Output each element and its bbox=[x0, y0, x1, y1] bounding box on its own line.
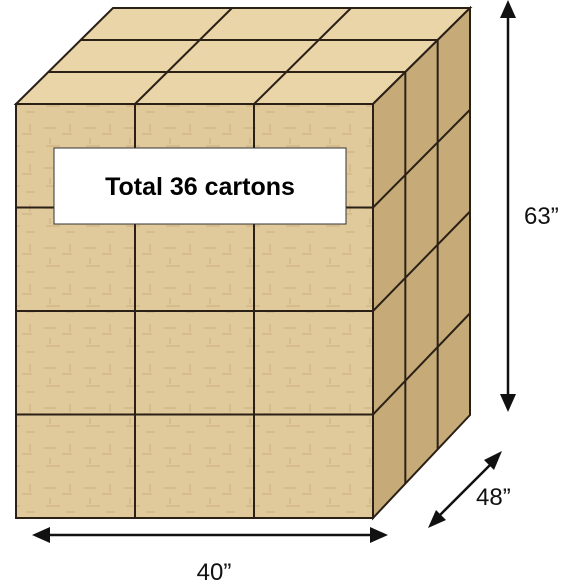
height-dimension: 63” bbox=[500, 0, 559, 412]
height-label: 63” bbox=[524, 203, 559, 230]
depth-label: 48” bbox=[476, 484, 511, 511]
total-cartons-callout: Total 36 cartons bbox=[53, 147, 347, 225]
width-label: 40” bbox=[197, 559, 232, 586]
carton-top-column-line bbox=[253, 7, 352, 105]
width-arrow-head-left bbox=[32, 527, 50, 543]
depth-arrow-head-bottom bbox=[428, 510, 446, 528]
total-cartons-label: Total 36 cartons bbox=[105, 173, 295, 201]
carton-side-layer-line bbox=[372, 312, 471, 416]
height-arrow-head-top bbox=[500, 0, 516, 18]
width-arrow-head-right bbox=[370, 527, 388, 543]
depth-arrow-head-top bbox=[484, 451, 502, 470]
width-dimension: 40” bbox=[32, 527, 388, 586]
carton-top-column-line bbox=[134, 7, 233, 105]
carton-stack bbox=[13, 5, 473, 521]
depth-arrow-line bbox=[437, 461, 494, 518]
height-arrow-head-bottom bbox=[500, 394, 516, 412]
depth-dimension: 48” bbox=[428, 451, 511, 528]
carton-side-layer-line bbox=[372, 109, 471, 209]
total-cartons-box bbox=[53, 147, 347, 225]
carton-side-layer-line bbox=[372, 210, 471, 312]
